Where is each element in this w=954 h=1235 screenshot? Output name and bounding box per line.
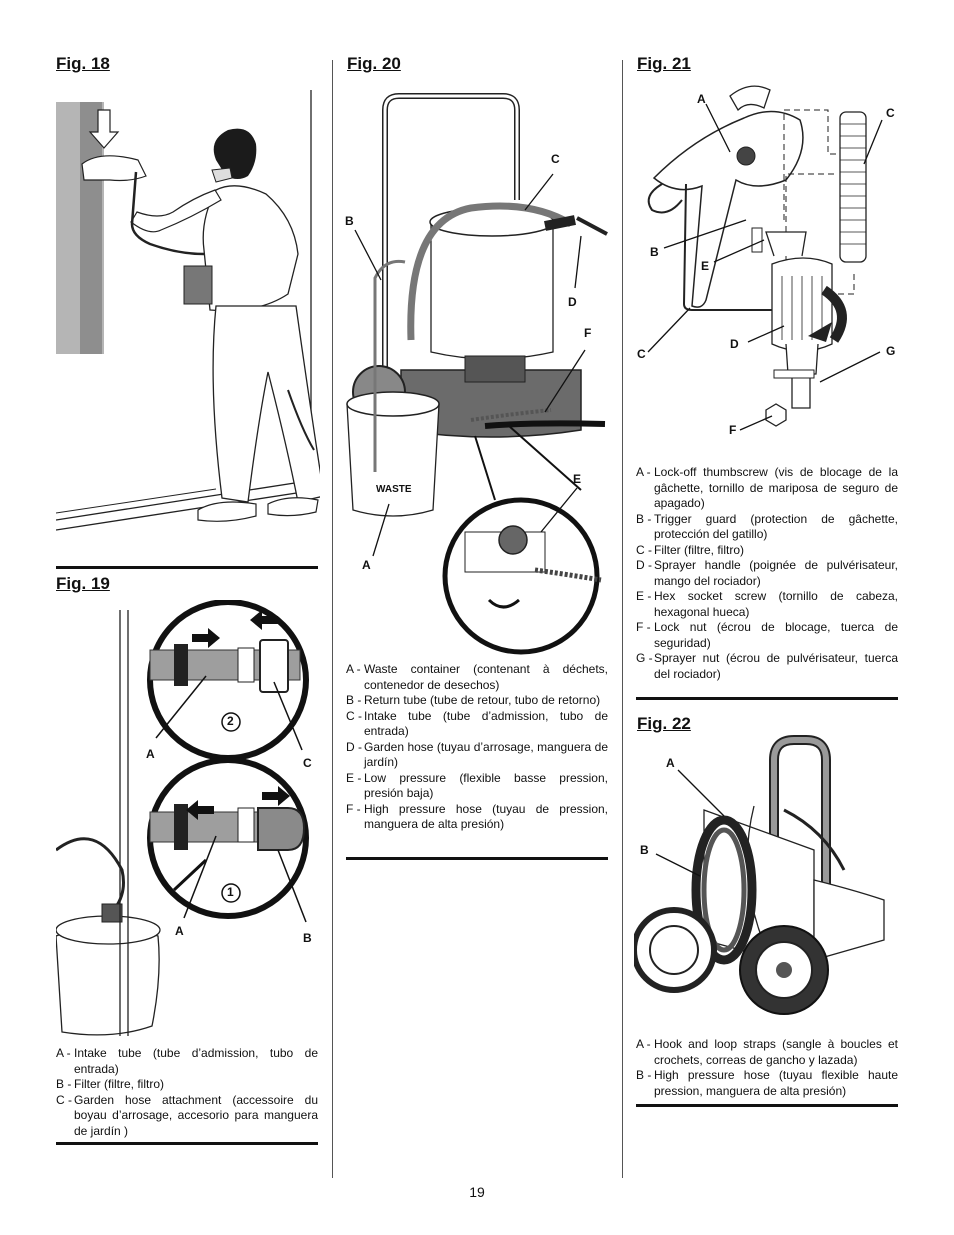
fig21-legend-item-f: F -Lock nut (écrou de blocage, tuerca de…	[636, 620, 898, 650]
fig21-title: Fig. 21	[637, 54, 691, 73]
fig19-legend-item-b: B -Filter (filtre, filtro)	[56, 1077, 164, 1091]
fig18-bottom-rule	[56, 566, 318, 569]
fig19-illustration	[56, 600, 309, 1036]
fig20-legend-item-d: D -Garden hose (tuyau d’arrosage, mangue…	[346, 739, 608, 770]
fig21-callout-g: G	[886, 344, 896, 358]
fig19-legend-item-a: A -Intake tube (tube d’admission, tubo d…	[56, 1046, 318, 1076]
fig20-legend-item-e: E -Low pressure (flexible basse pression…	[346, 770, 608, 801]
fig19-callout-a-top: A	[146, 747, 155, 761]
fig19-bottom-rule	[56, 1142, 318, 1145]
fig19-callout-c: C	[303, 756, 312, 770]
fig20-legend: A -Waste container (contenant à déchets,…	[346, 662, 608, 833]
fig21-callout-c-bottom: C	[637, 347, 646, 361]
fig20-callout-e: E	[573, 472, 582, 486]
fig21-illustration	[647, 85, 883, 431]
fig21-callout-a: A	[697, 92, 706, 106]
fig21-callout-b: B	[650, 245, 659, 259]
fig22-callout-b: B	[640, 843, 649, 857]
fig20-waste-label: WASTE	[376, 484, 412, 495]
fig22-legend-item-a: A -Hook and loop straps (sangle à boucle…	[636, 1037, 898, 1067]
fig22-callout-a: A	[666, 756, 675, 770]
fig18-illustration	[56, 90, 320, 531]
fig20-illustration	[346, 93, 608, 655]
fig21-legend-item-c: C -Filter (filtre, filtro)	[636, 542, 744, 557]
fig21-legend-item-a: A -Lock-off thumbscrew (vis de blocage d…	[636, 465, 898, 510]
fig20-legend-item-c: C -Intake tube (tube d’admission, tubo d…	[346, 708, 608, 739]
fig22-title: Fig. 22	[637, 714, 691, 733]
fig19-title: Fig. 19	[56, 574, 110, 593]
fig20-callout-a: A	[362, 558, 371, 572]
column-divider-left	[332, 60, 333, 1178]
page-number: 19	[469, 1184, 485, 1200]
fig19-step-2: 2	[227, 714, 234, 728]
fig21-legend-item-g: G -Sprayer nut (écrou de pulvérisateur, …	[636, 651, 898, 681]
fig22-legend-item-b: B -High pressure hose (tuyau flexible ha…	[636, 1068, 898, 1098]
fig21-legend-item-e: E -Hex socket screw (tornillo de cabeza,…	[636, 589, 898, 619]
fig20-legend-item-b: B -Return tube (tube de retour, tubo de …	[346, 693, 601, 707]
fig20-callout-c: C	[551, 152, 560, 166]
fig21-callout-d: D	[730, 337, 739, 351]
fig20-title: Fig. 20	[347, 54, 401, 73]
fig21-legend: A -Lock-off thumbscrew (vis de blocage d…	[636, 465, 898, 682]
fig21-callout-c-top: C	[886, 106, 895, 120]
fig20-legend-item-a: A -Waste container (contenant à déchets,…	[346, 662, 608, 692]
fig19-step-1: 1	[227, 885, 234, 899]
fig20-callout-b: B	[345, 214, 354, 228]
fig20-legend-item-f: F -High pressure hose (tuyau de pression…	[346, 801, 608, 832]
fig20-bottom-rule	[346, 857, 608, 860]
fig19-legend-item-c: C -Garden hose attachment (accessoire du…	[56, 1092, 318, 1138]
fig22-bottom-rule	[636, 1104, 898, 1107]
fig21-callout-f: F	[729, 423, 737, 437]
fig22-legend: A -Hook and loop straps (sangle à boucle…	[636, 1037, 898, 1099]
fig21-callout-e: E	[701, 259, 710, 273]
fig19-callout-a-bottom: A	[175, 924, 184, 938]
fig20-callout-d: D	[568, 295, 577, 309]
fig22-illustration	[634, 735, 885, 1015]
fig21-legend-item-d: D -Sprayer handle (poignée de pulvérisat…	[636, 558, 898, 588]
fig20-callout-f: F	[584, 326, 592, 340]
column-divider-right	[622, 60, 623, 1178]
fig21-legend-item-b: B -Trigger guard (protection de gâchette…	[636, 511, 898, 542]
fig21-bottom-rule	[636, 697, 898, 700]
fig19-legend: A -Intake tube (tube d’admission, tubo d…	[56, 1046, 318, 1139]
fig18-title: Fig. 18	[56, 54, 110, 73]
fig19-callout-b: B	[303, 931, 312, 945]
